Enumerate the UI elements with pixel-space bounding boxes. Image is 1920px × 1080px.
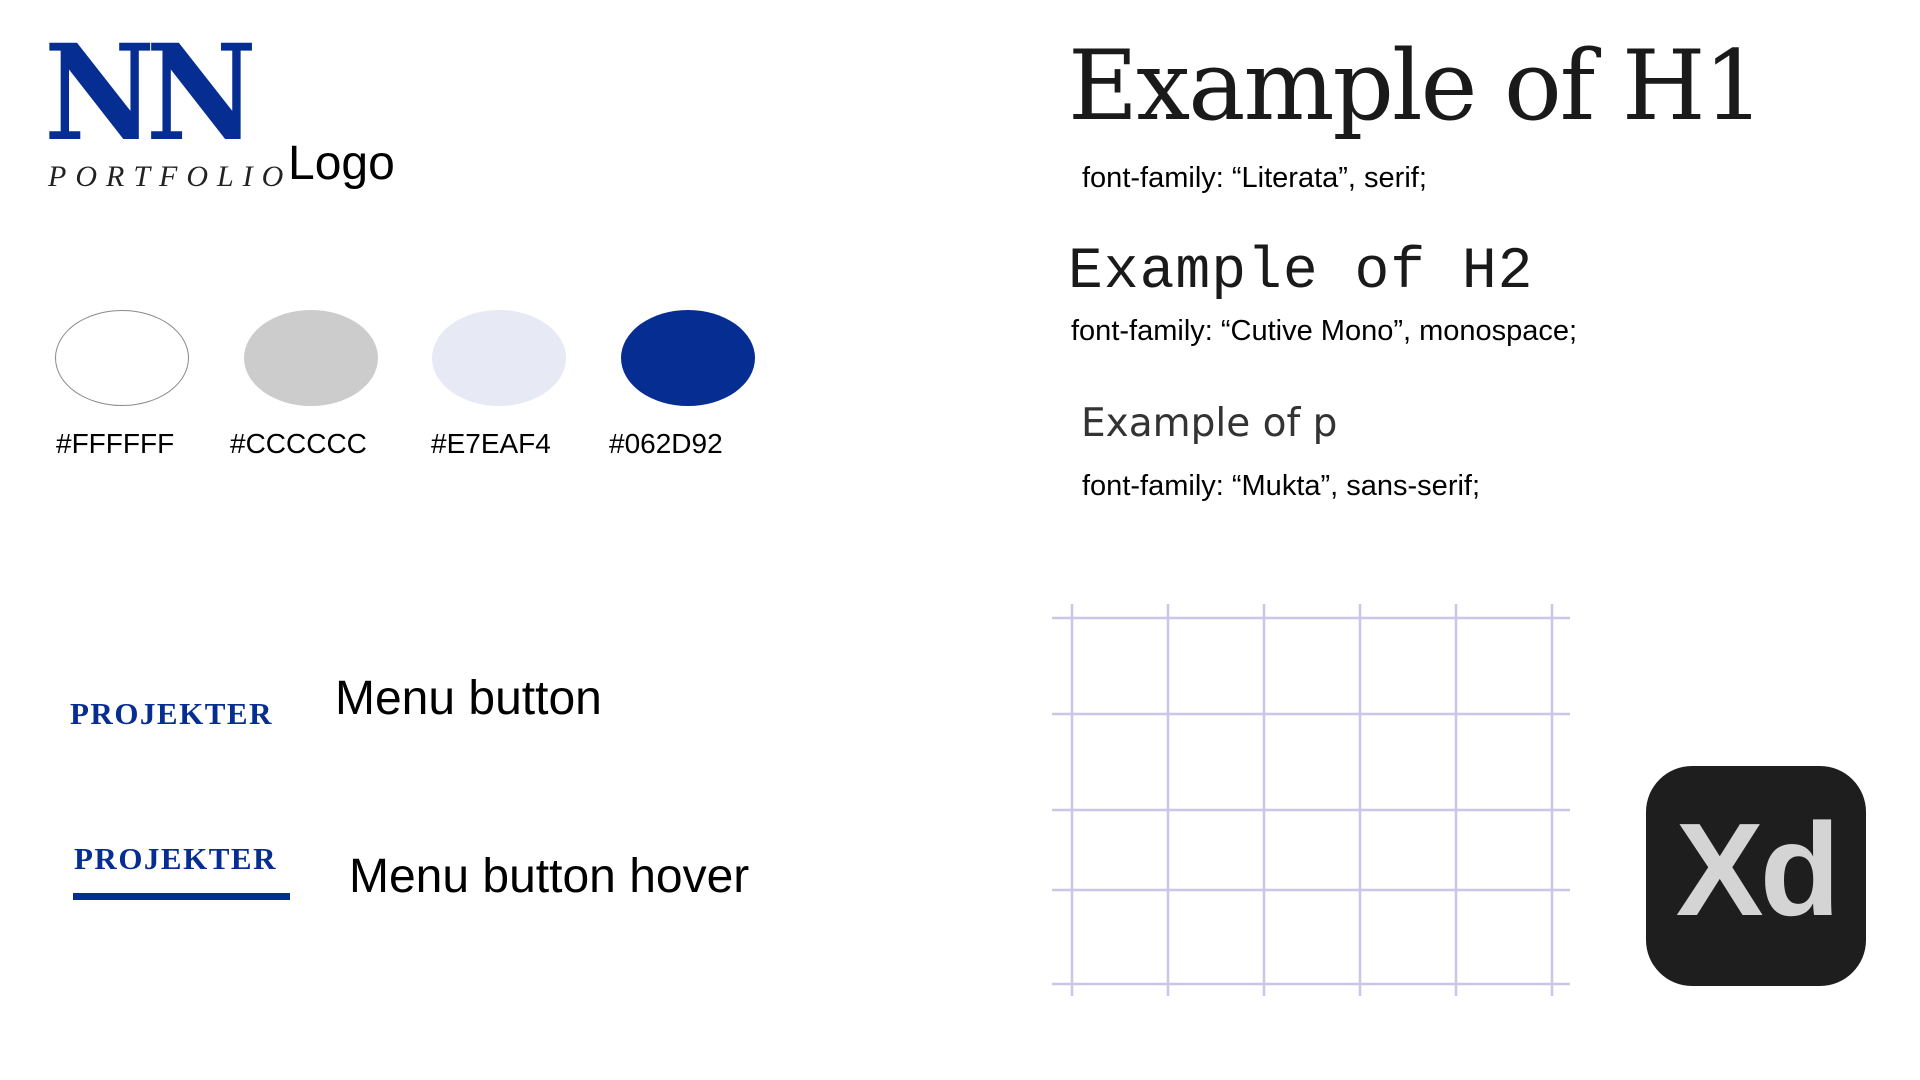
swatch-code-white: #FFFFFF — [56, 428, 175, 459]
menu-button-caption: Menu button — [335, 672, 602, 725]
swatch-code-light-blue: #E7EAF4 — [431, 428, 551, 459]
xd-icon-label: Xd — [1675, 796, 1841, 943]
h1-example: Example of H1 — [1068, 30, 1765, 142]
p-font-note: font-family: “Mukta”, sans-serif; — [1082, 470, 1481, 502]
p-example: Example of p — [1081, 401, 1338, 446]
swatch-white — [55, 310, 189, 406]
h1-font-note: font-family: “Literata”, serif; — [1082, 162, 1427, 194]
adobe-xd-icon: Xd — [1646, 766, 1866, 986]
swatch-code-blue: #062D92 — [609, 428, 723, 459]
menu-hover-underline — [73, 893, 290, 900]
logo-mark: NN — [44, 16, 257, 171]
swatch-blue — [621, 310, 755, 406]
layout-grid — [1052, 604, 1570, 996]
h2-font-note: font-family: “Cutive Mono”, monospace; — [1071, 315, 1578, 347]
logo-subtitle: PORTFOLIO — [48, 160, 293, 193]
logo: NN PORTFOLIO — [44, 16, 283, 200]
menu-button-projekter[interactable]: PROJEKTER — [70, 696, 273, 731]
swatch-code-gray: #CCCCCC — [230, 428, 367, 459]
menu-button-projekter-hover[interactable]: PROJEKTER — [74, 841, 277, 876]
swatch-light-blue — [432, 310, 566, 406]
logo-label: Logo — [288, 137, 395, 190]
swatch-gray — [244, 310, 378, 406]
menu-hover-caption: Menu button hover — [349, 850, 750, 903]
h2-example: Example of H2 — [1068, 240, 1534, 305]
